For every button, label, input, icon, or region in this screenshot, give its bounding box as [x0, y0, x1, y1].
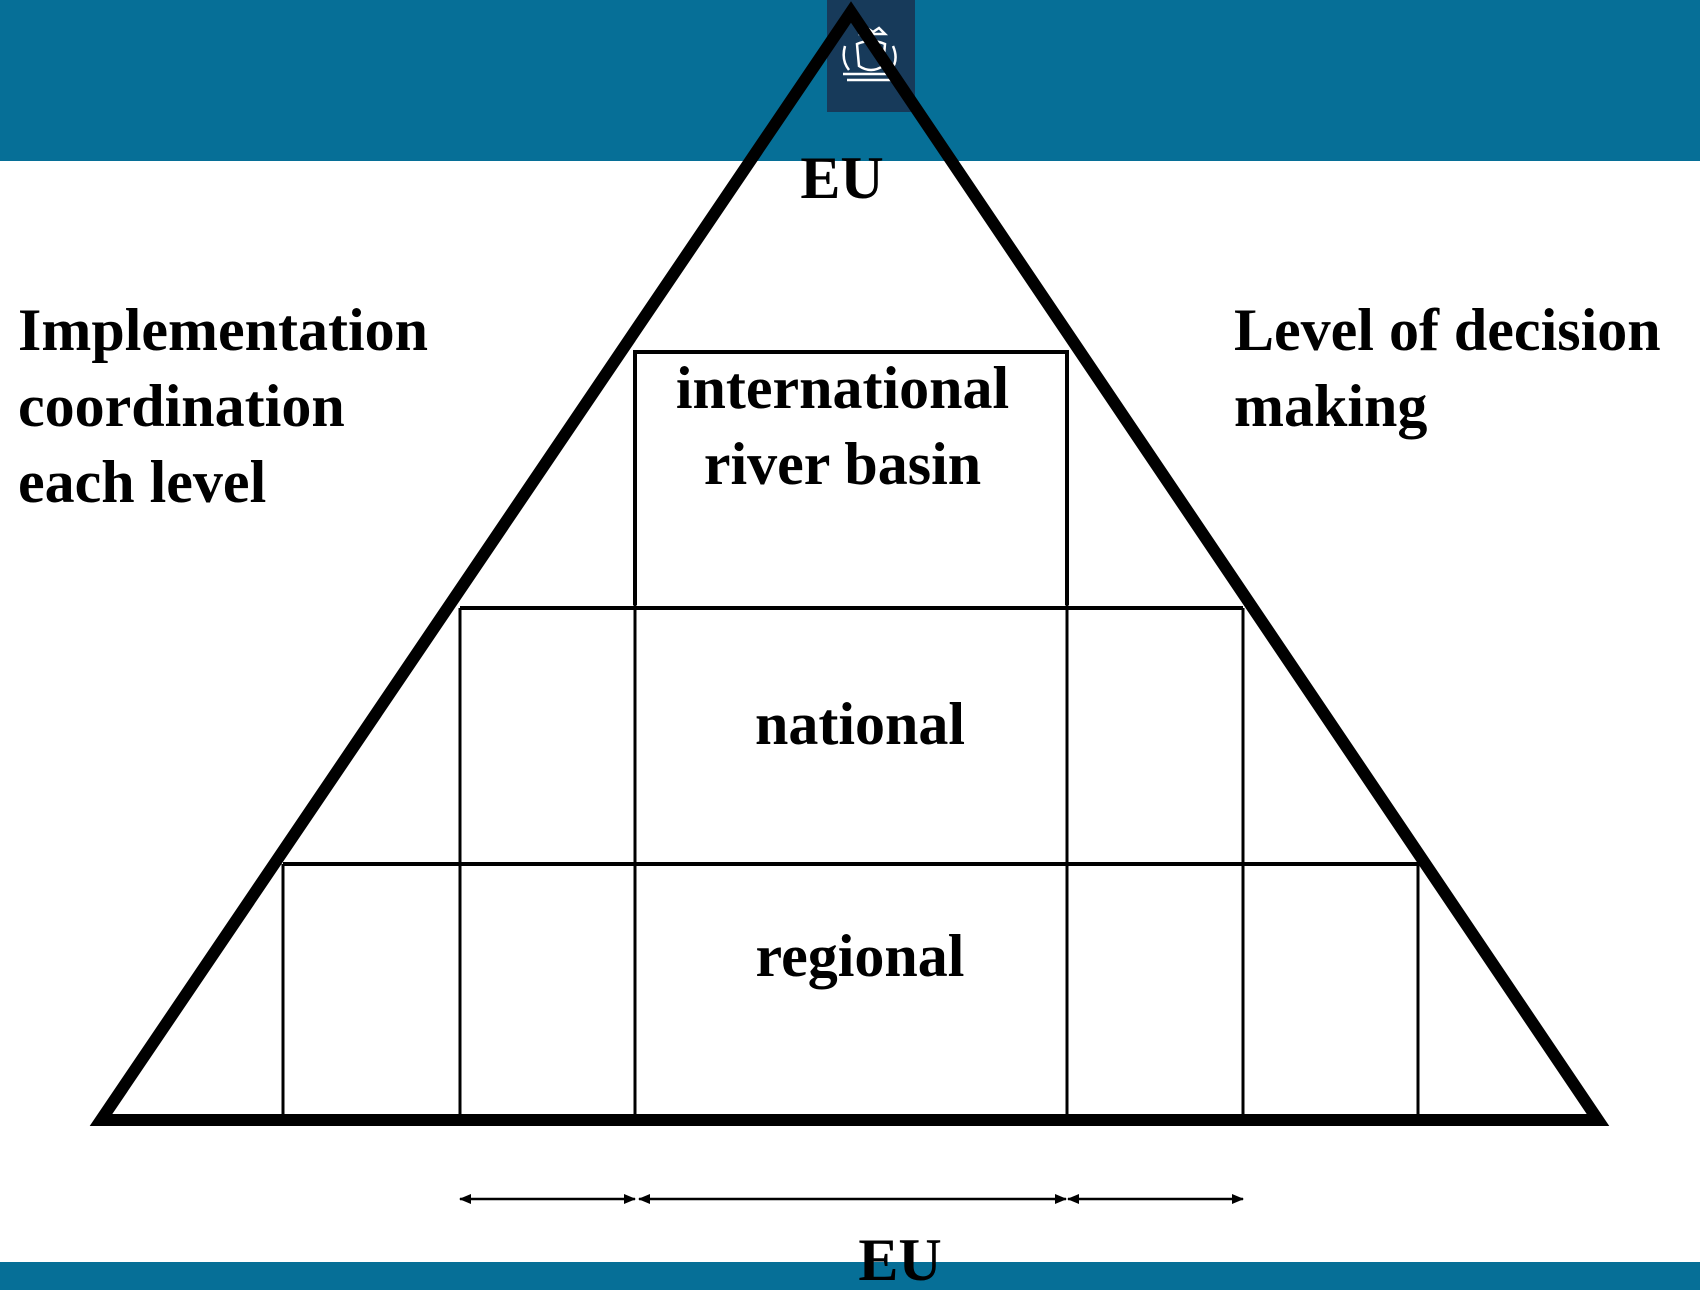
label-line: international — [675, 355, 1010, 421]
left-annotation: Implementation coordination each level — [18, 292, 428, 520]
label-regional: regional — [755, 923, 965, 989]
right-annotation: Level of decision making — [1234, 292, 1661, 444]
annotation-line: each level — [18, 449, 267, 515]
label-eu-top: EU — [800, 145, 884, 211]
pyramid-outline — [89, 1, 1610, 1126]
footer-banner — [0, 1262, 1700, 1290]
annotation-line: Level of decision — [1234, 297, 1661, 363]
label-national: national — [754, 691, 966, 757]
annotation-line: Implementation — [18, 297, 428, 363]
label-eu-bottom: EU — [858, 1227, 942, 1290]
annotation-line: coordination — [18, 373, 345, 439]
annotation-line: making — [1234, 373, 1428, 439]
label-international-river-basin: international river basin — [630, 350, 1055, 502]
label-line: river basin — [703, 431, 982, 497]
international-box-outline — [633, 350, 1069, 605]
